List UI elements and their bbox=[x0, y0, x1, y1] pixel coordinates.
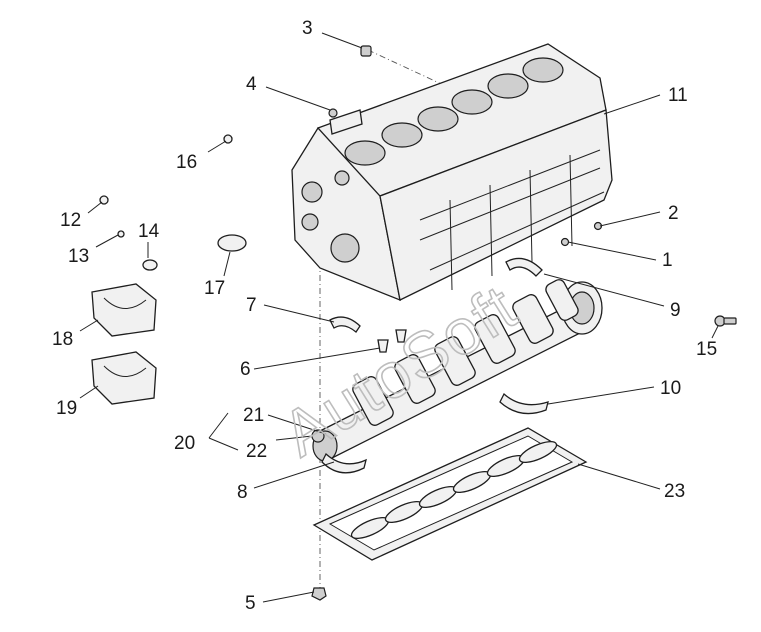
crankshaft bbox=[312, 279, 603, 462]
plug-4 bbox=[328, 108, 338, 118]
main-bearing-cap-18 bbox=[91, 283, 157, 337]
callout-19: 19 bbox=[56, 398, 77, 419]
callout-17: 17 bbox=[204, 278, 225, 299]
gasket-windows bbox=[350, 441, 558, 539]
oring-14 bbox=[142, 259, 158, 271]
callout-21: 21 bbox=[243, 405, 264, 426]
washer-17 bbox=[217, 234, 247, 252]
bolt-6b bbox=[395, 329, 407, 343]
sensor-15 bbox=[714, 315, 737, 327]
callout-6: 6 bbox=[240, 359, 251, 380]
bearing-7 bbox=[329, 316, 361, 333]
assembly-axis bbox=[319, 49, 451, 590]
callout-14: 14 bbox=[138, 221, 160, 242]
callout-labels: 3 4 16 12 13 14 17 18 19 20 7 6 21 22 8 … bbox=[52, 18, 717, 614]
oil-pan-gasket bbox=[312, 427, 588, 561]
leader-lines bbox=[79, 32, 719, 603]
engine-block bbox=[291, 43, 613, 302]
bearing-10 bbox=[499, 392, 549, 415]
callout-2: 2 bbox=[668, 203, 679, 224]
bearing-shells bbox=[321, 257, 549, 474]
callout-20: 20 bbox=[174, 433, 195, 454]
callout-22: 22 bbox=[246, 441, 267, 462]
callout-16: 16 bbox=[176, 152, 197, 173]
ring-13 bbox=[117, 230, 125, 238]
small-parts bbox=[99, 45, 737, 601]
callout-15: 15 bbox=[696, 339, 717, 360]
callout-9: 9 bbox=[670, 300, 681, 321]
callout-12: 12 bbox=[60, 210, 81, 231]
callout-1: 1 bbox=[662, 250, 673, 271]
callout-13: 13 bbox=[68, 246, 89, 267]
main-bearing-cap-19 bbox=[91, 351, 157, 405]
callout-7: 7 bbox=[246, 295, 257, 316]
bearing-8 bbox=[321, 452, 367, 474]
callout-11: 11 bbox=[668, 85, 688, 106]
callout-10: 10 bbox=[660, 378, 681, 399]
crank-webs bbox=[352, 279, 579, 426]
callout-8: 8 bbox=[237, 482, 248, 503]
callout-23: 23 bbox=[664, 481, 685, 502]
cylinder-bores bbox=[344, 57, 564, 166]
plug-3 bbox=[360, 45, 372, 57]
bolt-1 bbox=[560, 237, 570, 247]
callout-18: 18 bbox=[52, 329, 73, 350]
drain-plug-5 bbox=[311, 587, 327, 601]
callout-5: 5 bbox=[245, 593, 256, 614]
callout-3: 3 bbox=[302, 18, 313, 39]
bearing-9 bbox=[505, 257, 543, 277]
callout-4: 4 bbox=[246, 74, 257, 95]
